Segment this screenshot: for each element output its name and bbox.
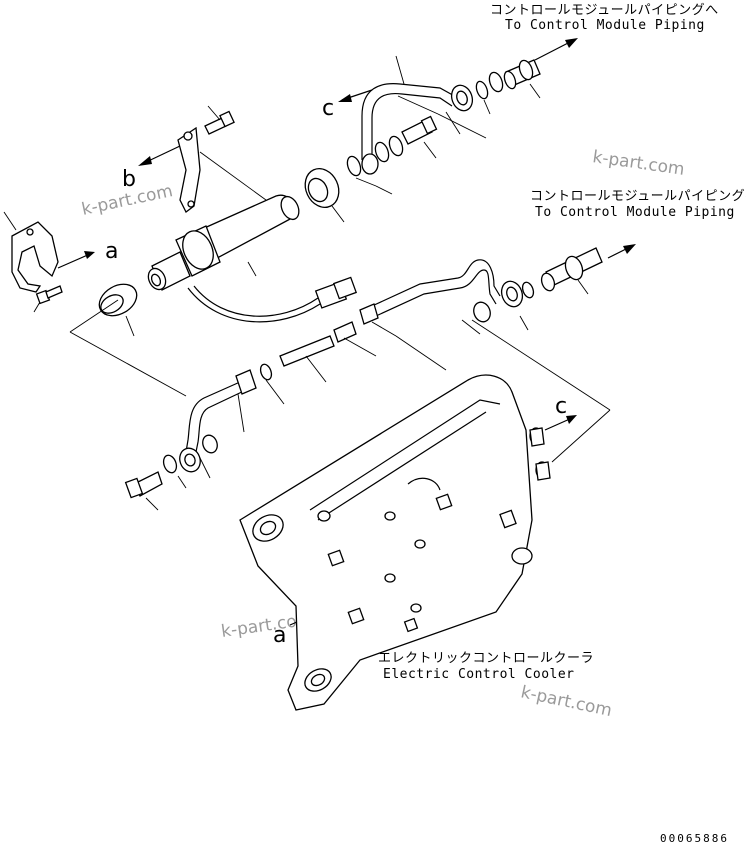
arrow-to-control-module-top [534,38,578,61]
watermark-top-right: k-part.com [591,147,685,180]
label-to-control-module-en-top: To Control Module Piping [505,18,705,33]
label-to-control-module-en-mid: To Control Module Piping [535,205,735,220]
grommet-top [304,168,340,208]
arrow-c-right [544,415,577,431]
bolt-lower-left [124,471,163,499]
hose-end-lower [162,434,218,474]
label-to-control-module-jp-mid: コントロールモジュールパイピングへ [530,189,746,204]
hose-end-middle [473,280,535,323]
label-electric-control-cooler-jp: エレクトリックコントロールクーラ [378,651,594,666]
view-letter-c-right: c [555,394,567,419]
watermark-bottom-right: k-part.com [519,682,614,721]
view-letter-b-left: b [122,167,136,192]
cooler-port-lower [535,461,551,481]
drawing-code: 00065886 [660,832,729,845]
arrow-a-left [57,251,95,269]
pump-body [147,194,300,291]
bolt-top [204,110,235,135]
adapter-top-right [503,59,541,90]
hose-middle [359,259,501,325]
view-letter-a-left: a [105,239,118,264]
union-fitting-top [401,115,438,145]
view-letter-a-bottom: a [273,623,286,648]
o-rings-top [346,135,404,177]
wire-harness [187,276,358,323]
bolt-left [35,285,63,305]
clamp-bracket-left [11,221,59,293]
hose-top [361,83,459,175]
clamp-bracket-top [177,126,201,213]
cooler-port-upper [529,427,545,447]
arrow-c-top [338,89,373,102]
adapter-middle [540,247,603,292]
view-letter-c-top: c [322,96,334,121]
hose-end-top-right [450,71,504,112]
arrow-to-control-module-mid [607,244,636,259]
electric-control-cooler [239,374,533,711]
arrow-b-left [138,145,181,166]
label-to-control-module-jp-top: コントロールモジュールパイピングへ [490,3,719,18]
label-electric-control-cooler-en: Electric Control Cooler [383,667,575,682]
fittings-lower [259,321,357,381]
tube-lower-left [185,369,257,453]
